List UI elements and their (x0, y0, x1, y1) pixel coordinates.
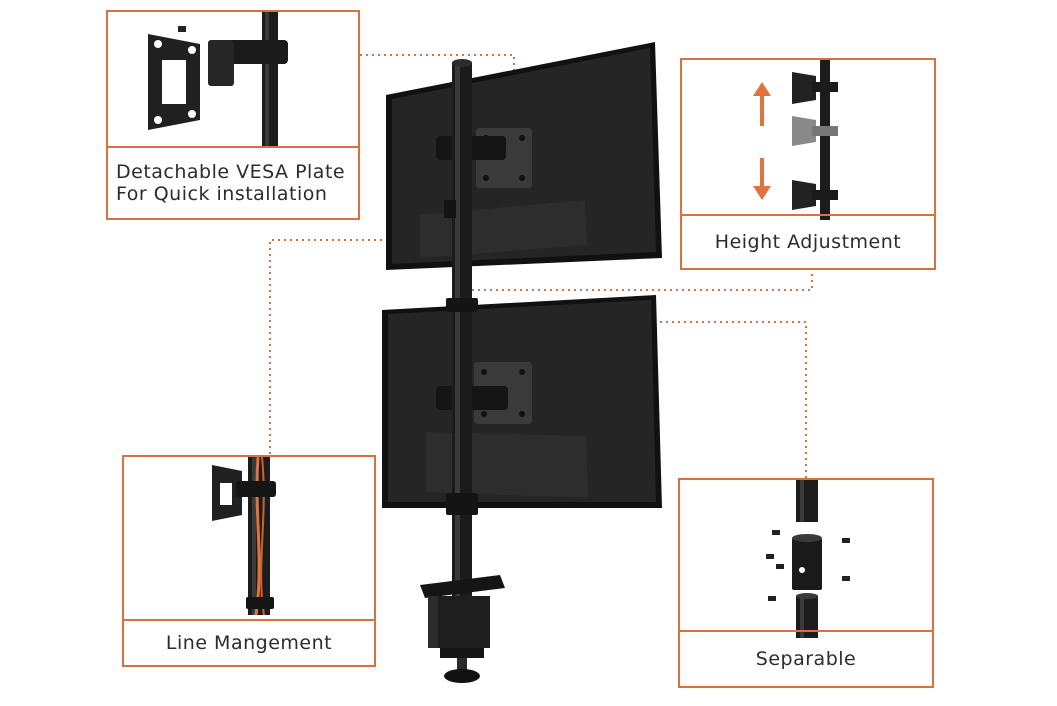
vesa-caption-line1: Detachable VESA Plate (116, 161, 346, 183)
line-management-caption: Line Mangement (124, 619, 374, 665)
callout-separable: Separable (678, 478, 934, 688)
desk-clamp (420, 575, 505, 683)
top-monitor (386, 42, 662, 270)
vesa-plate-image (148, 12, 288, 148)
screw-icon (178, 26, 186, 32)
vesa-caption-line2: For Quick installation (116, 183, 328, 205)
callout-line-management: Line Mangement (122, 455, 376, 667)
separable-caption: Separable (680, 630, 932, 686)
height-caption: Height Adjustment (682, 214, 934, 268)
leader-separable (468, 321, 807, 478)
line-management-image (212, 457, 276, 615)
height-adjustment-image (753, 60, 838, 220)
screws (766, 530, 850, 601)
callout-height-adjustment: Height Adjustment (680, 58, 936, 270)
down-arrow-icon (753, 158, 771, 200)
bottom-monitor (382, 295, 662, 508)
pole (444, 59, 478, 597)
vesa-caption: Detachable VESA Plate For Quick installa… (108, 146, 358, 218)
cable (254, 457, 261, 615)
up-arrow-icon (753, 82, 771, 126)
callout-vesa-plate: Detachable VESA Plate For Quick installa… (106, 10, 360, 220)
separable-pole-image (766, 480, 850, 638)
leader-height (472, 270, 813, 291)
